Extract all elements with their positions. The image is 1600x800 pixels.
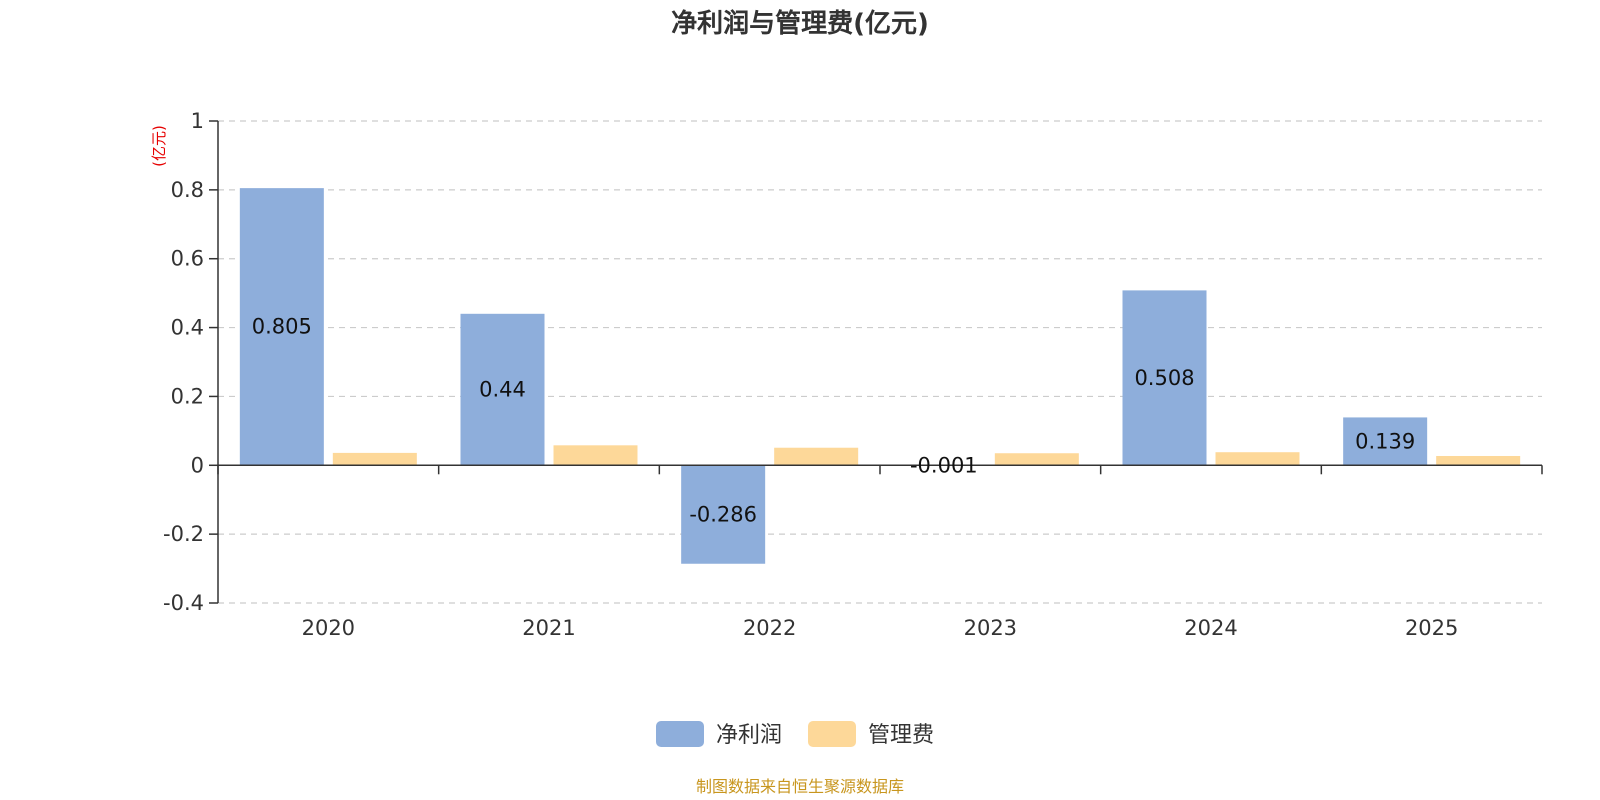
bar-net-profit[interactable] bbox=[460, 313, 545, 466]
bars bbox=[239, 188, 1521, 564]
y-tick-label: 0.2 bbox=[171, 384, 204, 408]
bar-management-fee[interactable] bbox=[1436, 455, 1521, 466]
bar-management-fee[interactable] bbox=[994, 453, 1079, 466]
y-tick-label: 0.6 bbox=[171, 247, 204, 271]
x-tick-label: 2021 bbox=[522, 616, 575, 640]
bar-net-profit[interactable] bbox=[1122, 290, 1207, 466]
x-tick-label: 2022 bbox=[743, 616, 796, 640]
x-tick-label: 2020 bbox=[302, 616, 355, 640]
y-tick-label: -0.2 bbox=[163, 522, 204, 546]
x-tick-label: 2024 bbox=[1184, 616, 1237, 640]
data-label: 0.805 bbox=[252, 315, 312, 339]
bar-net-profit[interactable] bbox=[1343, 417, 1428, 466]
x-axis: 2020 2021 2022 2023 2024 2025 bbox=[217, 464, 1543, 640]
bar-management-fee[interactable] bbox=[774, 447, 859, 466]
legend[interactable]: 净利润 管理费 bbox=[656, 721, 934, 748]
legend-swatch[interactable] bbox=[656, 721, 704, 747]
source-note: 制图数据来自恒生聚源数据库 bbox=[696, 777, 904, 796]
y-tick-label: 0 bbox=[191, 453, 204, 477]
y-axis-unit: (亿元) bbox=[150, 125, 168, 167]
data-label: -0.286 bbox=[689, 503, 757, 527]
legend-swatch[interactable] bbox=[808, 721, 856, 747]
chart-title: 净利润与管理费(亿元) bbox=[671, 8, 929, 39]
legend-label[interactable]: 净利润 bbox=[716, 723, 782, 748]
data-label: 0.44 bbox=[479, 378, 526, 402]
data-label: 0.508 bbox=[1134, 366, 1194, 390]
y-axis: 1 0.8 0.6 0.4 0.2 0 -0.2 -0.4 bbox=[163, 109, 219, 615]
legend-label[interactable]: 管理费 bbox=[868, 723, 934, 748]
y-tick-label: 0.8 bbox=[171, 178, 204, 202]
bar-management-fee[interactable] bbox=[332, 452, 417, 466]
bar-net-profit[interactable] bbox=[681, 465, 766, 564]
data-labels: 0.805 0.44 -0.286 -0.001 0.508 0.139 bbox=[252, 315, 1415, 527]
bar-management-fee[interactable] bbox=[1215, 452, 1300, 466]
data-label: -0.001 bbox=[910, 453, 978, 477]
y-tick-label: 1 bbox=[191, 109, 204, 133]
grid-lines bbox=[218, 120, 1542, 604]
bar-net-profit[interactable] bbox=[239, 188, 324, 466]
x-tick-label: 2025 bbox=[1405, 616, 1458, 640]
x-tick-label: 2023 bbox=[964, 616, 1017, 640]
bar-management-fee[interactable] bbox=[553, 445, 638, 466]
data-label: 0.139 bbox=[1355, 429, 1415, 453]
y-tick-label: 0.4 bbox=[171, 316, 204, 340]
y-tick-label: -0.4 bbox=[163, 591, 204, 615]
